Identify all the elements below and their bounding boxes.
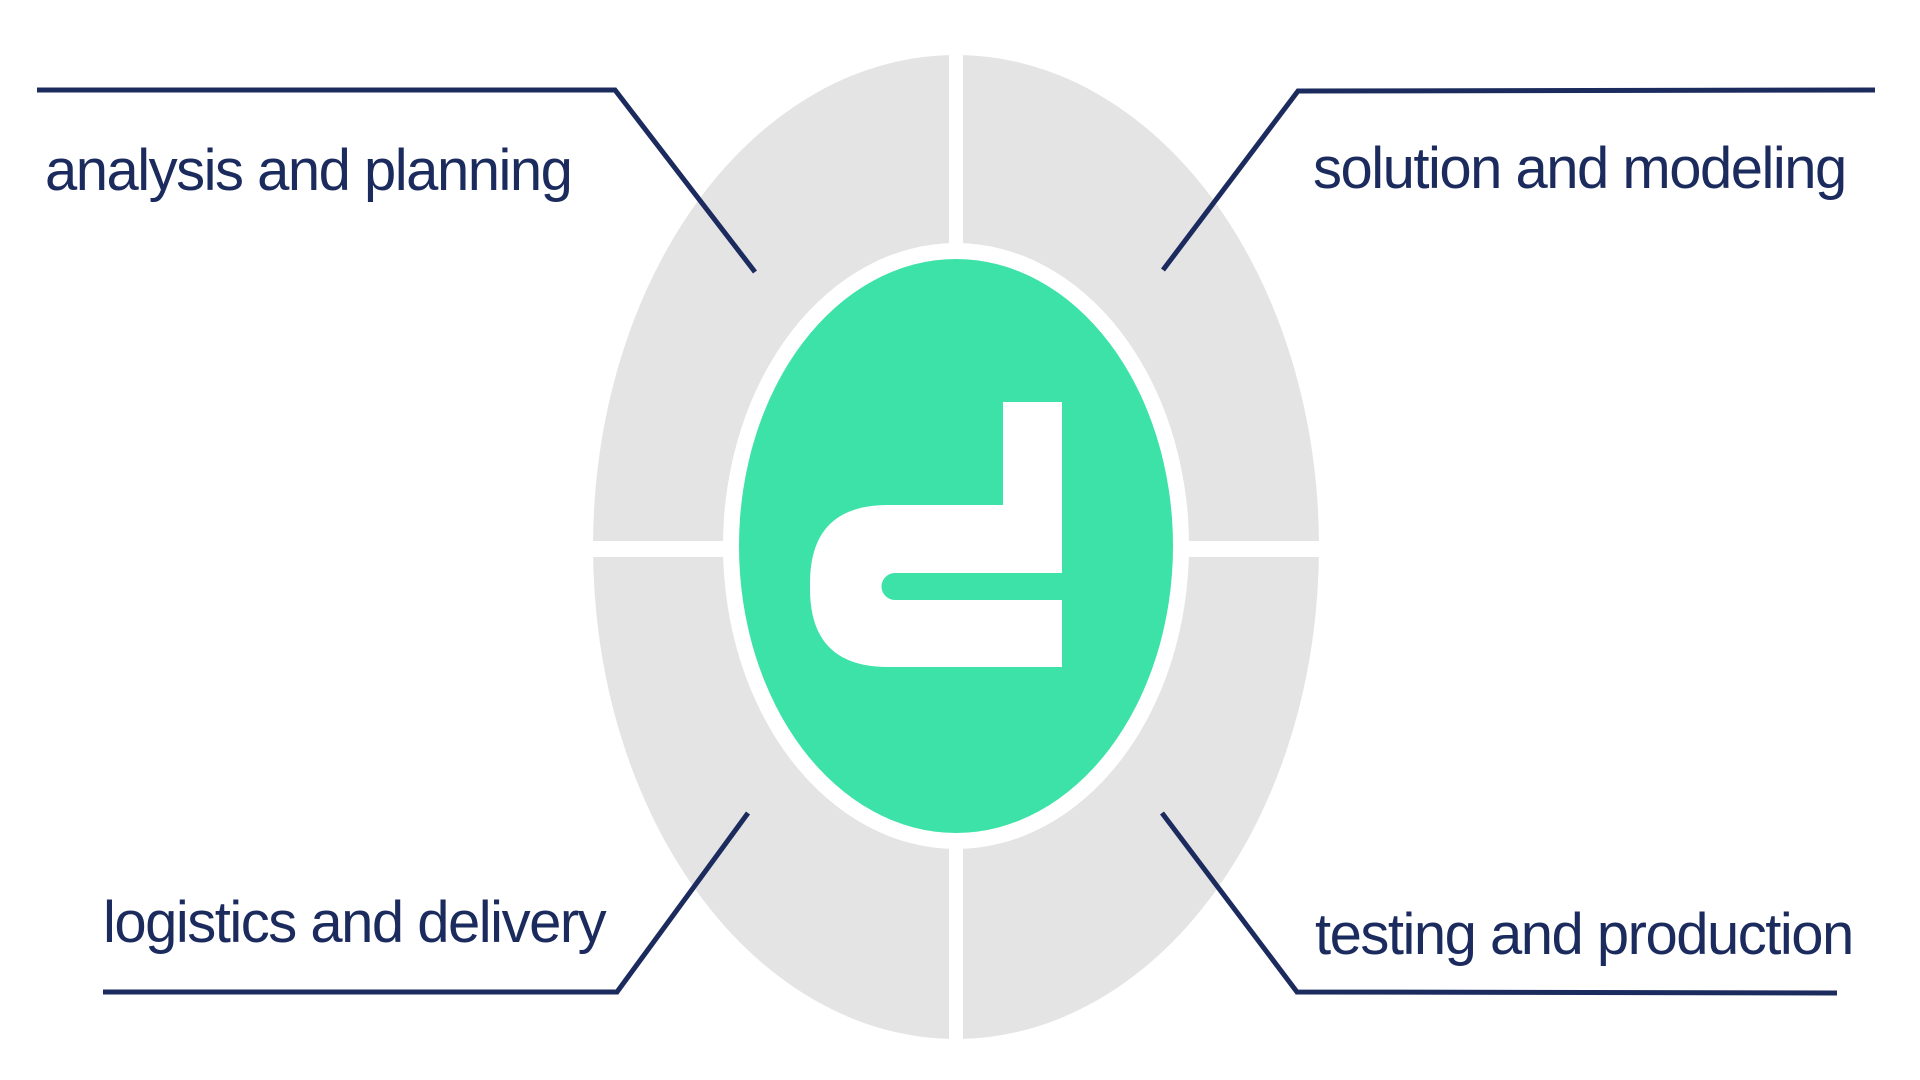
callout-line-bottom-left bbox=[103, 811, 751, 995]
callout-line-top-right bbox=[1161, 87, 1876, 272]
label-logistics-and-delivery: logistics and delivery bbox=[103, 890, 607, 955]
callout-line-bottom-right bbox=[1160, 811, 1838, 996]
callout-line-top-left bbox=[37, 87, 757, 274]
label-analysis-and-planning: analysis and planning bbox=[45, 138, 573, 203]
d-logo-icon bbox=[810, 402, 1062, 667]
label-testing-and-production: testing and production bbox=[1315, 902, 1854, 967]
label-solution-and-modeling: solution and modeling bbox=[1313, 136, 1847, 201]
